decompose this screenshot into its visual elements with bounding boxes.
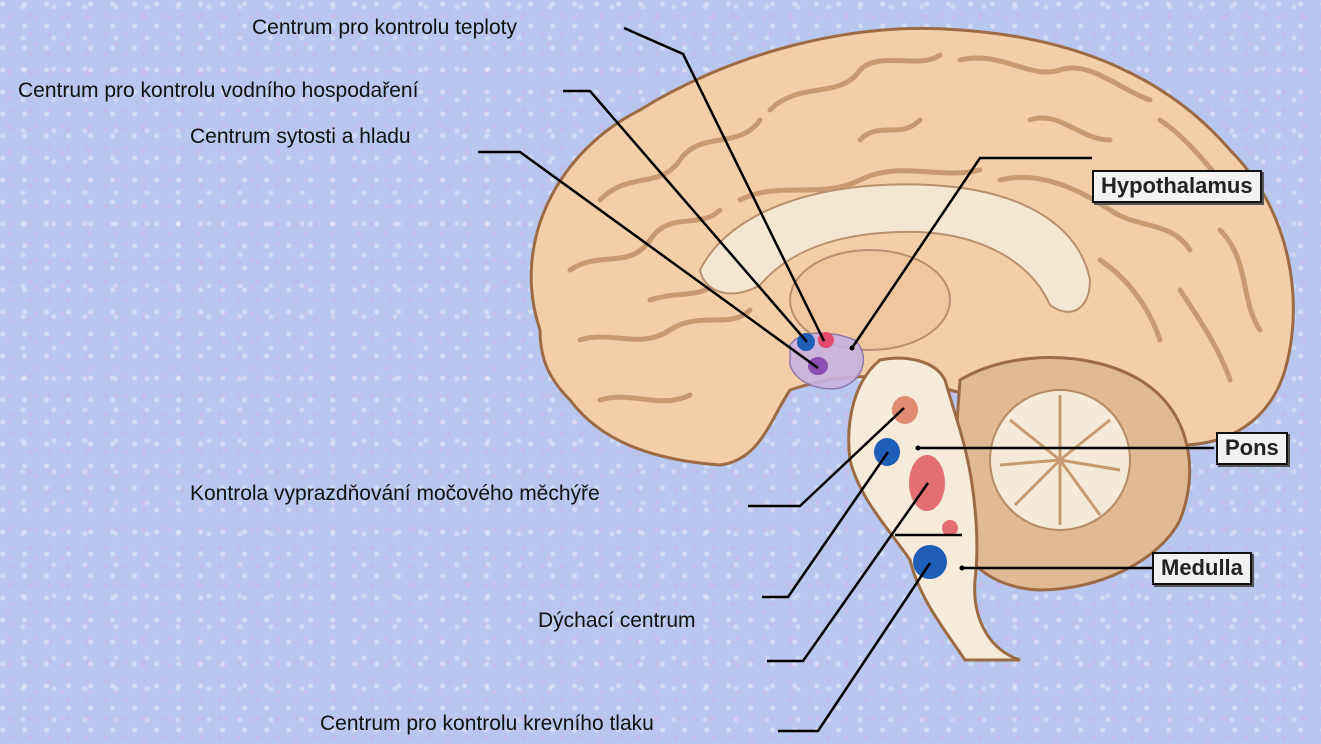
center-medulla-blue [913,545,947,579]
center-bladder [892,396,918,424]
center-satiety [808,357,828,375]
label-medulla: Medulla [1152,552,1252,585]
label-water-center: Centrum pro kontrolu vodního hospodaření [18,80,418,101]
label-bladder-control: Kontrola vyprazdňování močového měchýře [190,483,600,504]
label-blood-pressure-center: Centrum pro kontrolu krevního tlaku [320,713,654,734]
label-pons: Pons [1216,432,1288,465]
label-respiratory-center: Dýchací centrum [538,610,696,631]
label-temperature-center: Centrum pro kontrolu teploty [252,17,517,38]
label-hypothalamus: Hypothalamus [1092,170,1262,203]
center-medulla-small [942,520,958,536]
label-satiety-center: Centrum sytosti a hladu [190,126,411,147]
